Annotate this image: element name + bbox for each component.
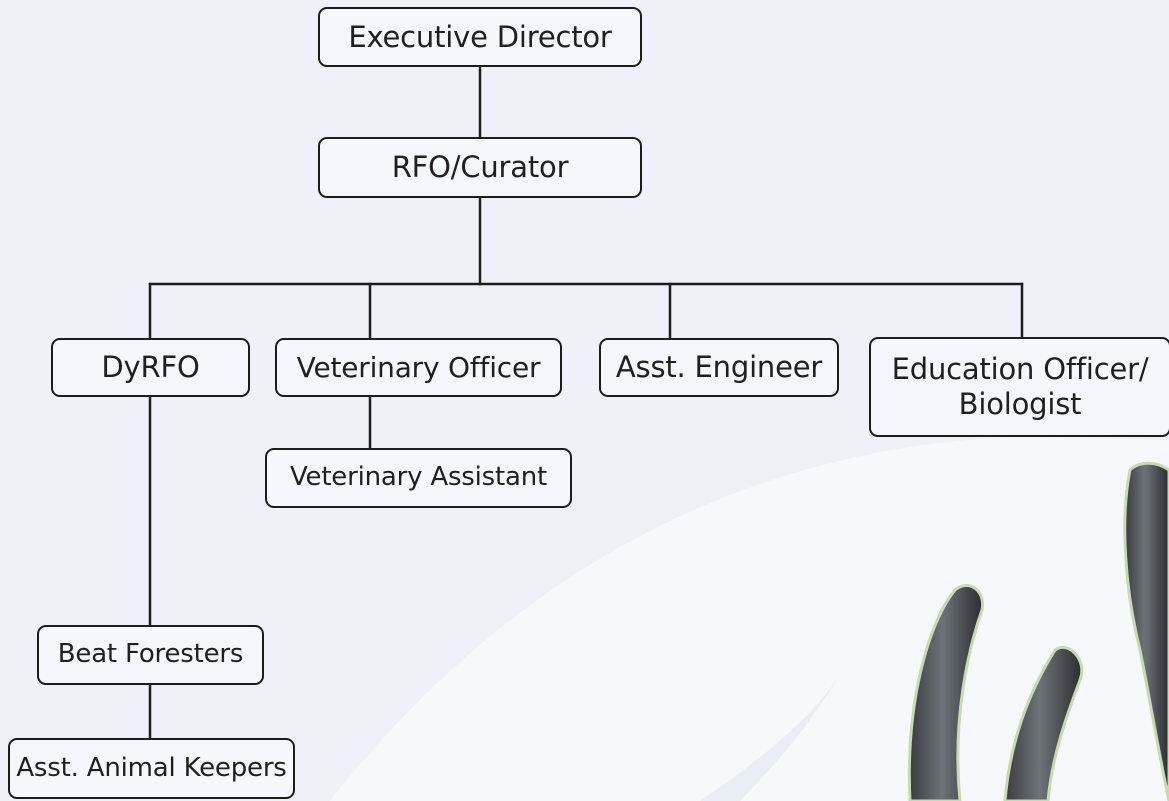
node-rfo-curator: RFO/Curator — [318, 137, 642, 198]
node-dyrfo: DyRFO — [51, 338, 250, 397]
node-label: Asst. Engineer — [615, 350, 823, 385]
node-asst-animal-keepers: Asst. Animal Keepers — [8, 738, 295, 799]
node-label: DyRFO — [101, 350, 200, 385]
node-executive-director: Executive Director — [318, 7, 642, 67]
node-label: Executive Director — [348, 19, 612, 54]
node-label: Beat Foresters — [57, 639, 244, 670]
node-label: Veterinary Assistant — [289, 462, 548, 493]
node-veterinary-assistant: Veterinary Assistant — [265, 448, 572, 508]
node-veterinary-officer: Veterinary Officer — [275, 338, 562, 397]
node-label: Asst. Animal Keepers — [16, 752, 287, 783]
node-label: Education Officer/ Biologist — [891, 352, 1149, 421]
node-label: Veterinary Officer — [296, 350, 541, 384]
node-education-officer-biologist: Education Officer/ Biologist — [869, 337, 1169, 437]
node-beat-foresters: Beat Foresters — [37, 625, 264, 685]
node-label: RFO/Curator — [391, 150, 569, 185]
node-asst-engineer: Asst. Engineer — [599, 338, 839, 397]
antler-decoration — [907, 461, 1169, 801]
